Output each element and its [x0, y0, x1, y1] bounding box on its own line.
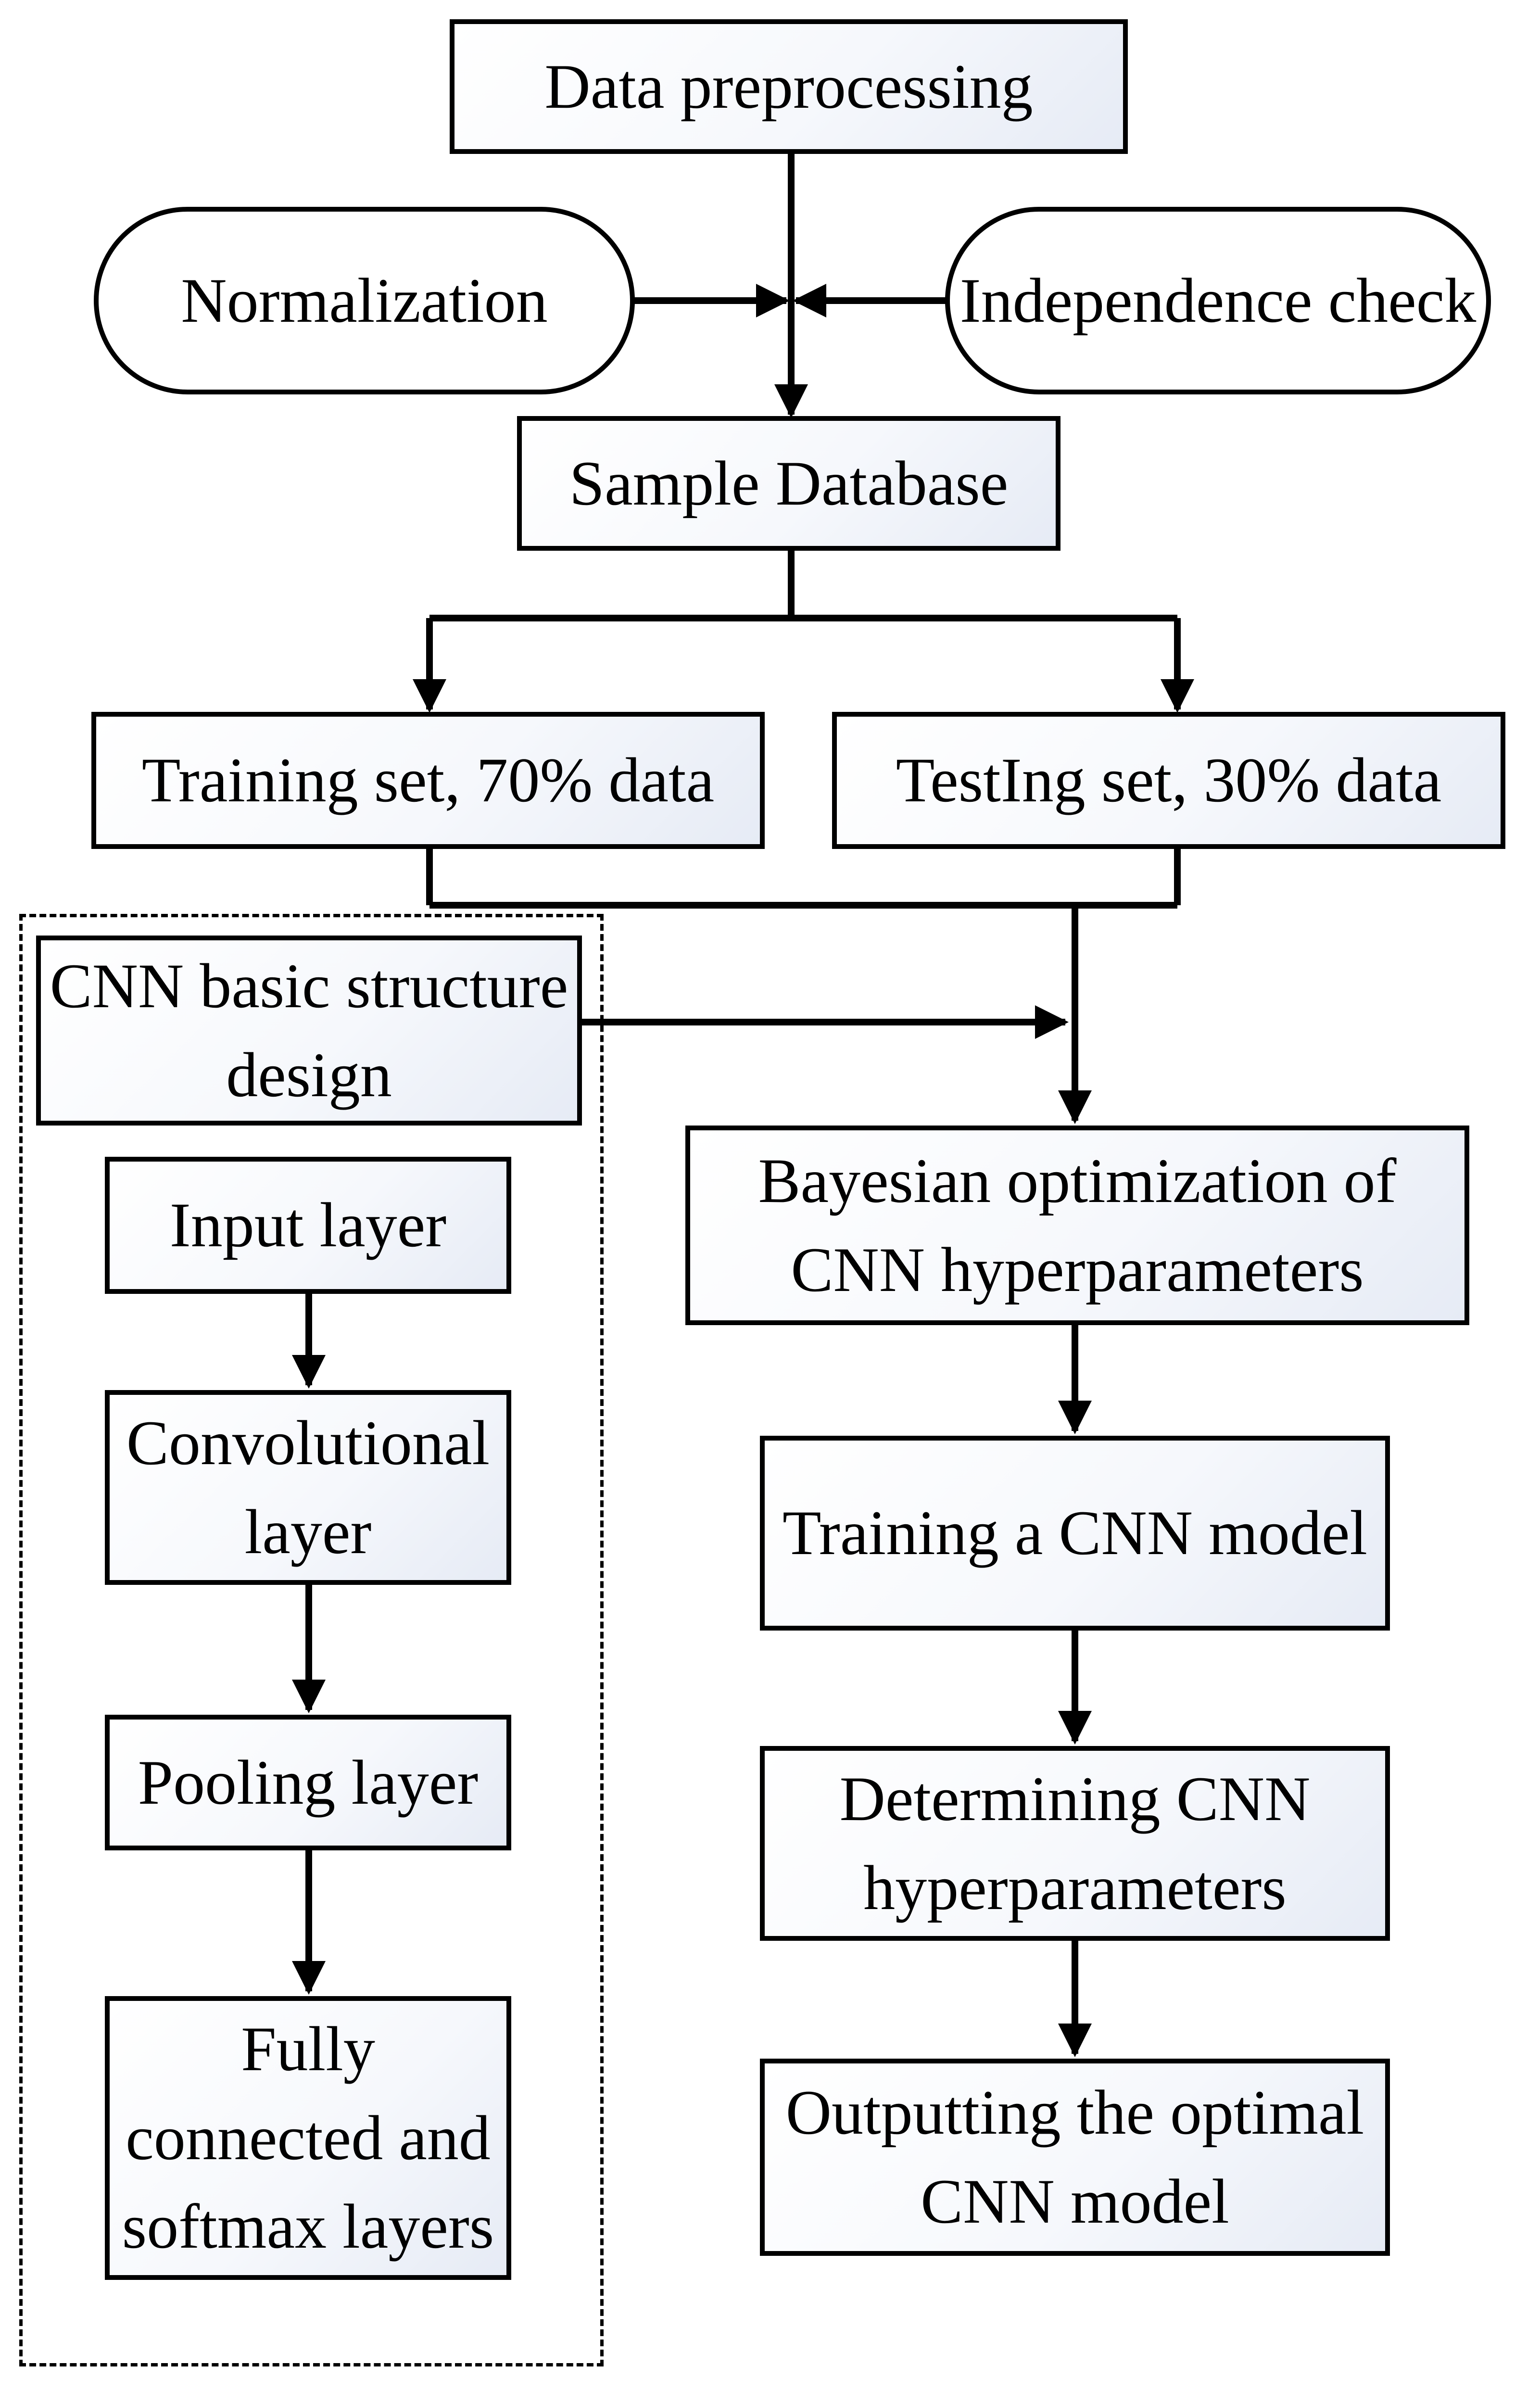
outputting-model-label: Outputting the optimal CNN model [785, 2077, 1364, 2237]
input-layer-label: Input layer [169, 1189, 447, 1261]
normalization-pill: Normalization [94, 207, 635, 394]
determining-hyperparameters-label: Determining CNN hyperparameters [839, 1763, 1311, 1923]
normalization-label: Normalization [181, 265, 548, 336]
training-cnn-label: Training a CNN model [782, 1497, 1368, 1569]
testing-set-label: TestIng set, 30% data [896, 745, 1442, 816]
convolutional-layer-box: Convolutional layer [105, 1390, 511, 1585]
determining-hyperparameters-box: Determining CNN hyperparameters [760, 1746, 1390, 1941]
training-set-label: Training set, 70% data [141, 745, 715, 816]
training-set-box: Training set, 70% data [91, 712, 765, 849]
cnn-basic-structure-box: CNN basic structure design [36, 936, 582, 1126]
data-preprocessing-box: Data preprocessing [450, 19, 1128, 154]
data-preprocessing-label: Data preprocessing [544, 51, 1033, 122]
bayesian-optimization-box: Bayesian optimization of CNN hyperparame… [685, 1126, 1469, 1325]
cnn-structure-group [19, 914, 604, 2366]
input-layer-box: Input layer [105, 1157, 511, 1294]
sample-database-box: Sample Database [517, 416, 1060, 551]
training-cnn-box: Training a CNN model [760, 1436, 1390, 1631]
pooling-layer-label: Pooling layer [138, 1746, 479, 1818]
fully-connected-box: Fully connected and softmax layers [105, 1996, 511, 2280]
sample-database-label: Sample Database [569, 447, 1009, 519]
cnn-basic-structure-label: CNN basic structure design [50, 950, 568, 1110]
pooling-layer-box: Pooling layer [105, 1715, 511, 1850]
independence-check-pill: Independence check [945, 207, 1491, 394]
bayesian-optimization-label: Bayesian optimization of CNN hyperparame… [758, 1145, 1397, 1305]
fully-connected-label: Fully connected and softmax layers [122, 2013, 494, 2262]
outputting-model-box: Outputting the optimal CNN model [760, 2059, 1390, 2256]
testing-set-box: TestIng set, 30% data [832, 712, 1505, 849]
independence-check-label: Independence check [959, 265, 1477, 336]
convolutional-layer-label: Convolutional layer [126, 1407, 490, 1567]
